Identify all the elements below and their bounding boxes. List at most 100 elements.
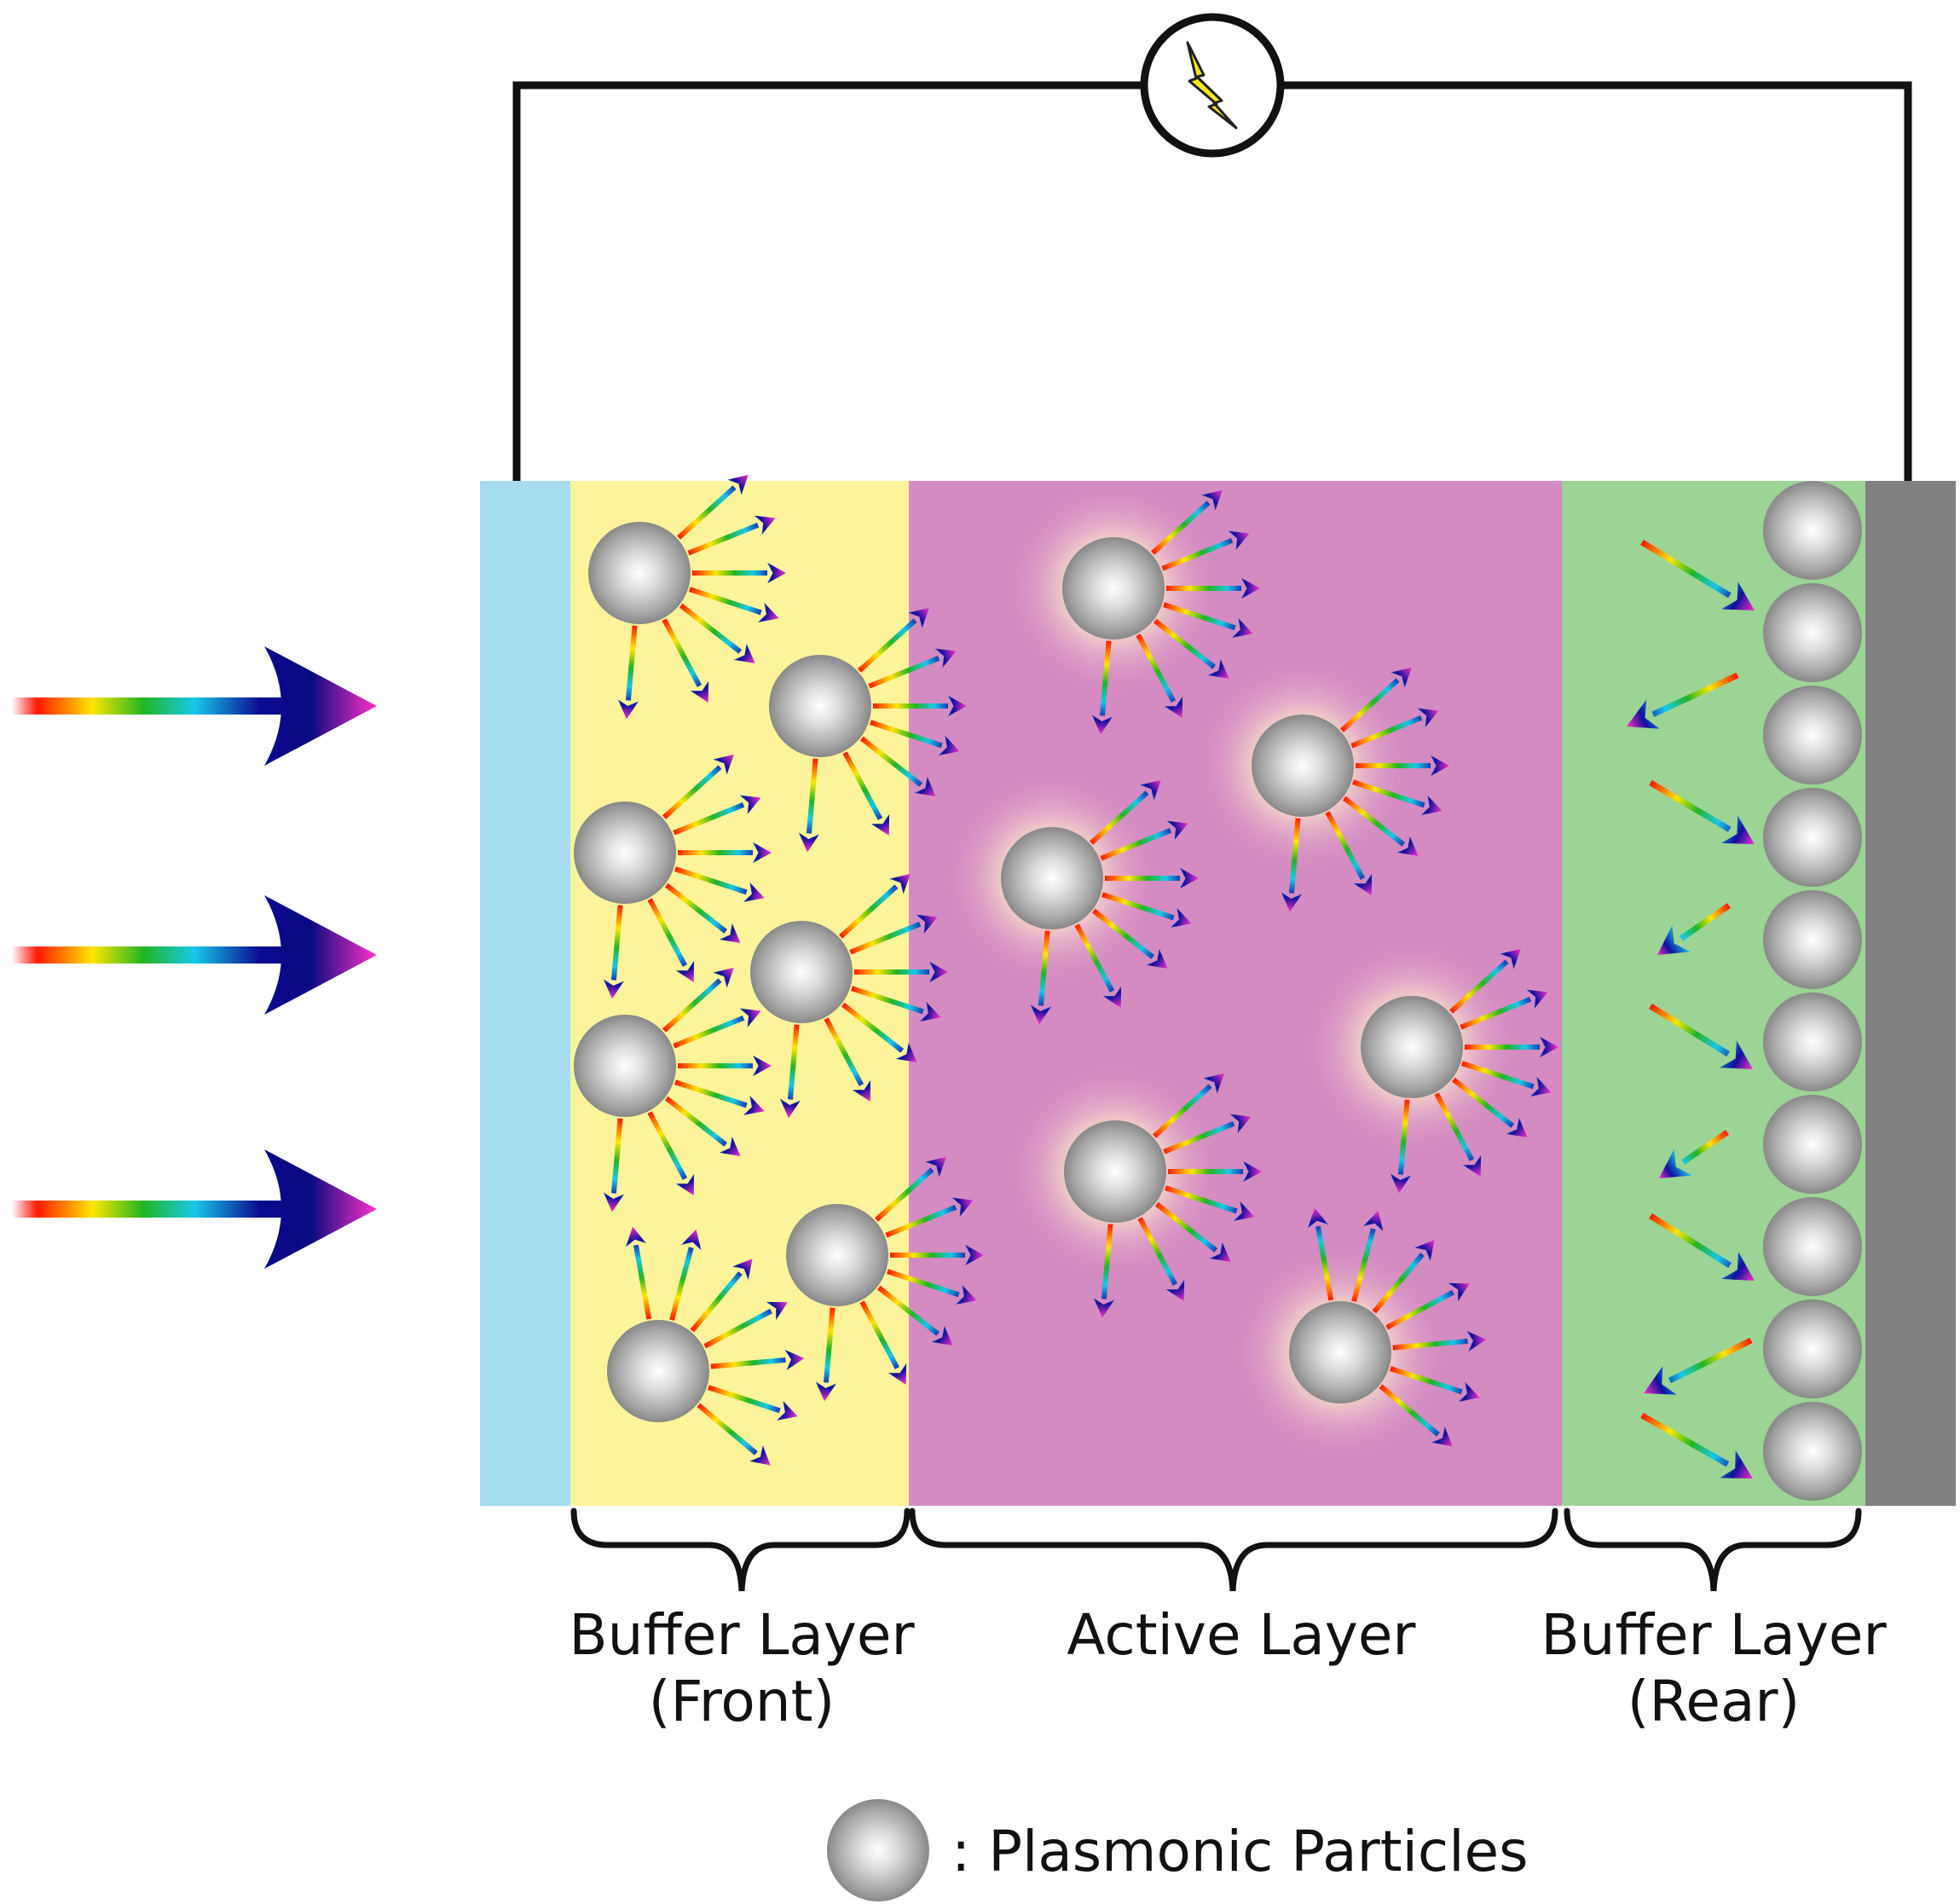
- scatter-arrow: [1163, 1114, 1252, 1155]
- scatter-arrow: [662, 754, 734, 819]
- reflected-arrow: [1649, 1213, 1755, 1281]
- reflected-arrow: [1659, 1130, 1729, 1178]
- sphere-icon: [588, 522, 691, 624]
- scatter-arrow: [678, 842, 772, 864]
- scatter-arrow: [1390, 1366, 1480, 1402]
- scatter-arrow: [665, 1096, 741, 1156]
- scatter-arrow: [1340, 667, 1412, 732]
- label-buffer-front-line2: (Front): [649, 1669, 835, 1734]
- scatter-arrow: [603, 1118, 624, 1212]
- scatter-arrow: [692, 562, 786, 584]
- label-active: Active Layer: [1067, 1602, 1416, 1668]
- scatter-arrow: [1390, 1099, 1411, 1194]
- scatter-arrow: [851, 986, 941, 1021]
- scatter-arrow: [603, 905, 624, 999]
- scatter-arrow: [860, 736, 936, 796]
- scatter-arrow: [877, 1285, 953, 1346]
- scatter-arrow: [710, 1349, 805, 1370]
- sphere-icon: [786, 1204, 888, 1306]
- scatter-arrow: [662, 967, 734, 1033]
- scatter-arrow: [1093, 1224, 1114, 1318]
- scatter-arrow: [662, 618, 709, 703]
- brace-active: [909, 1508, 1558, 1592]
- scatter-arrow: [689, 587, 779, 622]
- scatter-arrow: [703, 1301, 788, 1349]
- sphere-icon: [1763, 1197, 1862, 1296]
- scatter-arrow: [839, 873, 911, 939]
- scatter-arrow: [1379, 1384, 1453, 1447]
- scatter-arrow: [677, 474, 749, 540]
- scatter-arrow: [849, 914, 938, 955]
- scatter-arrow: [842, 751, 890, 836]
- reflected-arrow: [1649, 779, 1755, 844]
- scatter-arrow: [674, 866, 765, 902]
- lightning-bolt-icon: [1186, 41, 1238, 130]
- scatter-arrow: [1168, 1160, 1262, 1183]
- scatter-arrow: [1136, 634, 1183, 718]
- scatter-arrow: [678, 1055, 772, 1077]
- sphere-icon: [1001, 827, 1103, 929]
- scatter-arrow: [875, 1156, 946, 1222]
- scatter-arrow: [1151, 489, 1223, 555]
- scatter-arrow: [1352, 779, 1443, 815]
- scatter-arrow: [1308, 1207, 1334, 1301]
- sphere-icon: [1763, 481, 1862, 580]
- sphere-icon: [1763, 1095, 1862, 1194]
- scatter-arrow: [815, 1307, 836, 1402]
- sphere-icon: [1252, 715, 1354, 817]
- label-buffer-rear-line1: Buffer Layer: [1541, 1602, 1887, 1668]
- scatter-arrow: [1385, 1282, 1470, 1330]
- sphere-icon: [574, 802, 676, 904]
- scatter-arrow: [824, 1017, 871, 1102]
- scatter-arrow: [626, 1226, 652, 1320]
- scatter-arrow: [1161, 530, 1250, 571]
- rainbow-arrow-icon: [12, 1149, 377, 1269]
- sphere-icon: [574, 1015, 676, 1117]
- scatter-arrow: [1091, 640, 1113, 735]
- scatter-arrow: [885, 1197, 974, 1238]
- scatter-arrow: [1155, 1201, 1231, 1262]
- scatter-arrow: [1105, 867, 1199, 889]
- scatter-arrow: [1460, 989, 1548, 1030]
- reflected-arrow: [1640, 540, 1755, 611]
- scatter-arrow: [1153, 618, 1229, 679]
- scatter-arrow: [1461, 1061, 1552, 1097]
- reflected-arrow: [1640, 1412, 1753, 1479]
- legend-label: : Plasmonic Particles: [951, 1819, 1529, 1884]
- plasmonic-particles: [574, 481, 1862, 1501]
- sphere-icon: [607, 1320, 709, 1422]
- scatter-arrow: [887, 1269, 977, 1305]
- scatter-arrow: [1163, 602, 1253, 638]
- scatter-arrow: [859, 1300, 907, 1385]
- scatter-arrow: [798, 758, 819, 853]
- scatter-arrow: [708, 1385, 798, 1421]
- scatter-arrow: [854, 961, 948, 983]
- rainbow-arrow-icon: [12, 646, 377, 766]
- label-buffer-front-line1: Buffer Layer: [569, 1602, 915, 1668]
- scatter-arrow: [1465, 1036, 1558, 1058]
- circuit-wire: [512, 81, 1912, 483]
- sphere-icon: [1763, 1299, 1862, 1398]
- scatter-arrow: [1165, 1185, 1255, 1221]
- scatter-arrow: [1137, 1217, 1185, 1301]
- sphere-icon: [769, 655, 871, 757]
- reflected-arrow: [1649, 1004, 1753, 1069]
- scatter-arrow: [647, 1111, 695, 1195]
- scatter-arrow: [1092, 908, 1168, 969]
- label-buffer-rear-line2: (Rear): [1628, 1669, 1801, 1734]
- sphere-icon: [1062, 537, 1165, 639]
- rainbow-arrow-icon: [12, 895, 377, 1015]
- load-circle: [1140, 13, 1285, 158]
- scatter-arrow: [687, 515, 776, 556]
- scatter-arrow: [1351, 1210, 1384, 1302]
- sphere-icon: [1361, 996, 1463, 1098]
- scatter-arrow: [1372, 1240, 1435, 1314]
- scatter-arrow: [647, 898, 695, 982]
- scatter-arrow: [870, 720, 960, 755]
- scatter-arrow: [858, 607, 929, 673]
- sphere-icon: [1763, 686, 1862, 784]
- scatter-arrow: [1392, 1330, 1487, 1351]
- scatter-arrow: [1449, 948, 1521, 1014]
- scatter-arrow: [1343, 796, 1419, 856]
- reflected-arrow: [1644, 1337, 1753, 1395]
